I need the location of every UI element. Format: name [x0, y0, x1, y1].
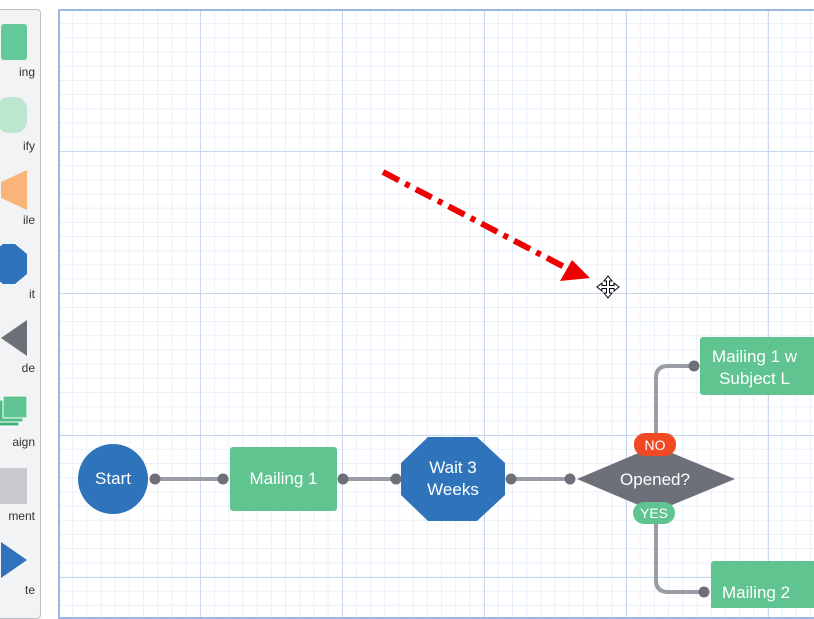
move-cursor-icon	[596, 275, 620, 299]
palette-item-decide[interactable]: de	[0, 318, 40, 378]
palette-label: te	[24, 583, 35, 597]
route-shape-icon	[1, 542, 27, 578]
palette-label: ment	[8, 509, 35, 523]
annotation-arrow	[381, 169, 590, 281]
start-label: Start	[95, 469, 131, 488]
wait-label: Wait 3 Weeks	[427, 458, 479, 499]
no-badge[interactable]: NO	[634, 433, 676, 456]
palette-item-mailing[interactable]: ing	[0, 22, 40, 82]
palette-item-segment[interactable]: ment	[0, 466, 40, 526]
yes-badge[interactable]: YES	[633, 502, 675, 524]
palette-item-route[interactable]: te	[0, 540, 40, 600]
mailing-shape-icon	[1, 24, 27, 60]
palette-item-profile[interactable]: ile	[0, 170, 40, 230]
mailing1-resend-label: Mailing 1 w Subject L	[712, 347, 798, 388]
wait-shape-icon	[0, 244, 27, 284]
palette-item-campaign[interactable]: aign	[0, 392, 40, 452]
mailing1-label: Mailing 1	[249, 469, 318, 488]
segment-shape-icon	[0, 468, 27, 504]
wait-node[interactable]	[401, 437, 505, 521]
mailing1-node[interactable]	[230, 447, 337, 511]
profile-shape-icon	[1, 170, 27, 210]
palette-label: de	[21, 361, 35, 375]
notify-shape-icon	[0, 97, 27, 133]
palette-label: ify	[23, 139, 35, 153]
decision-label: Opened?	[620, 470, 690, 489]
decide-shape-icon	[1, 320, 27, 356]
palette-item-wait[interactable]: it	[0, 244, 40, 304]
campaign-shape-icon	[0, 395, 28, 427]
connector-yes-branch	[654, 511, 706, 594]
palette-label: ile	[22, 213, 35, 227]
palette-label: it	[29, 287, 35, 301]
mailing2-node[interactable]	[711, 561, 814, 608]
mailing2-label: Mailing 2	[722, 583, 791, 602]
palette-label: aign	[12, 435, 35, 449]
decision-node[interactable]	[577, 446, 735, 512]
connector-no-branch	[654, 364, 696, 446]
start-node[interactable]	[78, 444, 148, 514]
mailing1-resend-node[interactable]	[700, 337, 814, 395]
palette-label: ing	[18, 65, 35, 79]
shape-palette: ing ify ile it de aign ment	[0, 9, 41, 619]
palette-item-notify[interactable]: ify	[0, 96, 40, 156]
